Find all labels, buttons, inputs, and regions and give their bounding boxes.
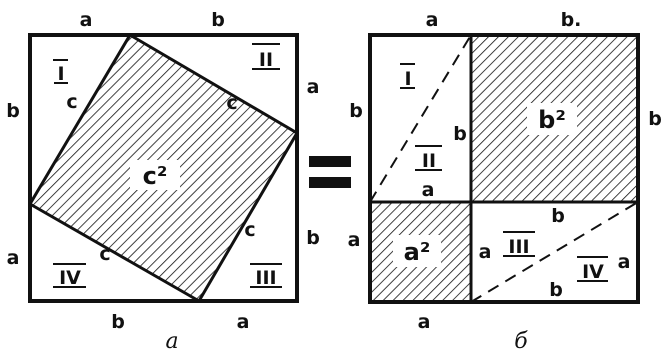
- left-top-label-b: b: [211, 9, 225, 31]
- left-figure: a b b a a b b a c c c c c² I II III IV a: [6, 9, 320, 352]
- square-label-a2: a²: [404, 238, 431, 266]
- inner-label-a-mid: a: [422, 179, 435, 201]
- right-bottom-label-a: a: [418, 311, 431, 333]
- right-right-label-b: b: [648, 108, 662, 130]
- b2-label-backdrop: [527, 103, 577, 135]
- left-right-label-b: b: [306, 227, 320, 249]
- left-side-c-3: c: [244, 219, 255, 241]
- left-side-c-1: c: [66, 91, 77, 113]
- left-side-c-4: c: [99, 243, 110, 265]
- left-bottom-label-b: b: [111, 311, 125, 333]
- c2-label-backdrop: [130, 160, 180, 190]
- triangle-label-IV: IV: [59, 267, 81, 289]
- left-side-c-2: c: [226, 92, 237, 114]
- left-caption: a: [165, 329, 178, 352]
- right-outer-square: [368, 33, 640, 304]
- left-outer-square: [28, 33, 299, 303]
- area-label-c2: c²: [143, 162, 168, 190]
- a2-label-backdrop: [393, 235, 441, 267]
- triangle-label-II: II: [259, 49, 273, 71]
- right-triangle-label-III: III: [508, 236, 529, 258]
- right-top-label-a: a: [426, 9, 439, 31]
- left-side-label-a: a: [7, 247, 20, 269]
- right-triangle-label-I: I: [404, 68, 411, 90]
- inner-label-a-lower: a: [479, 241, 492, 263]
- inner-label-b-lower-top: b: [551, 205, 565, 227]
- square-label-b2: b²: [538, 106, 566, 134]
- right-triangle-label-IV: IV: [582, 261, 604, 283]
- right-side-label-a: a: [348, 229, 361, 251]
- inner-label-a-right: a: [618, 251, 631, 273]
- right-figure: a b. b a b a b a a b b a a² b² I II III …: [348, 9, 662, 352]
- right-side-label-b: b: [349, 100, 363, 122]
- triangle-label-III: III: [255, 267, 276, 289]
- triangle-label-I: I: [57, 63, 64, 85]
- right-top-label-b: b.: [561, 9, 582, 31]
- left-bottom-label-a: a: [237, 311, 250, 333]
- right-caption: б: [514, 329, 528, 352]
- right-triangle-label-II: II: [422, 150, 436, 172]
- inner-label-b-lower-bottom: b: [549, 279, 563, 301]
- left-right-label-a: a: [307, 76, 320, 98]
- inner-label-b-mid: b: [453, 123, 467, 145]
- equals-sign: [309, 156, 351, 188]
- left-top-label-a: a: [80, 9, 93, 31]
- left-side-label-b: b: [6, 100, 20, 122]
